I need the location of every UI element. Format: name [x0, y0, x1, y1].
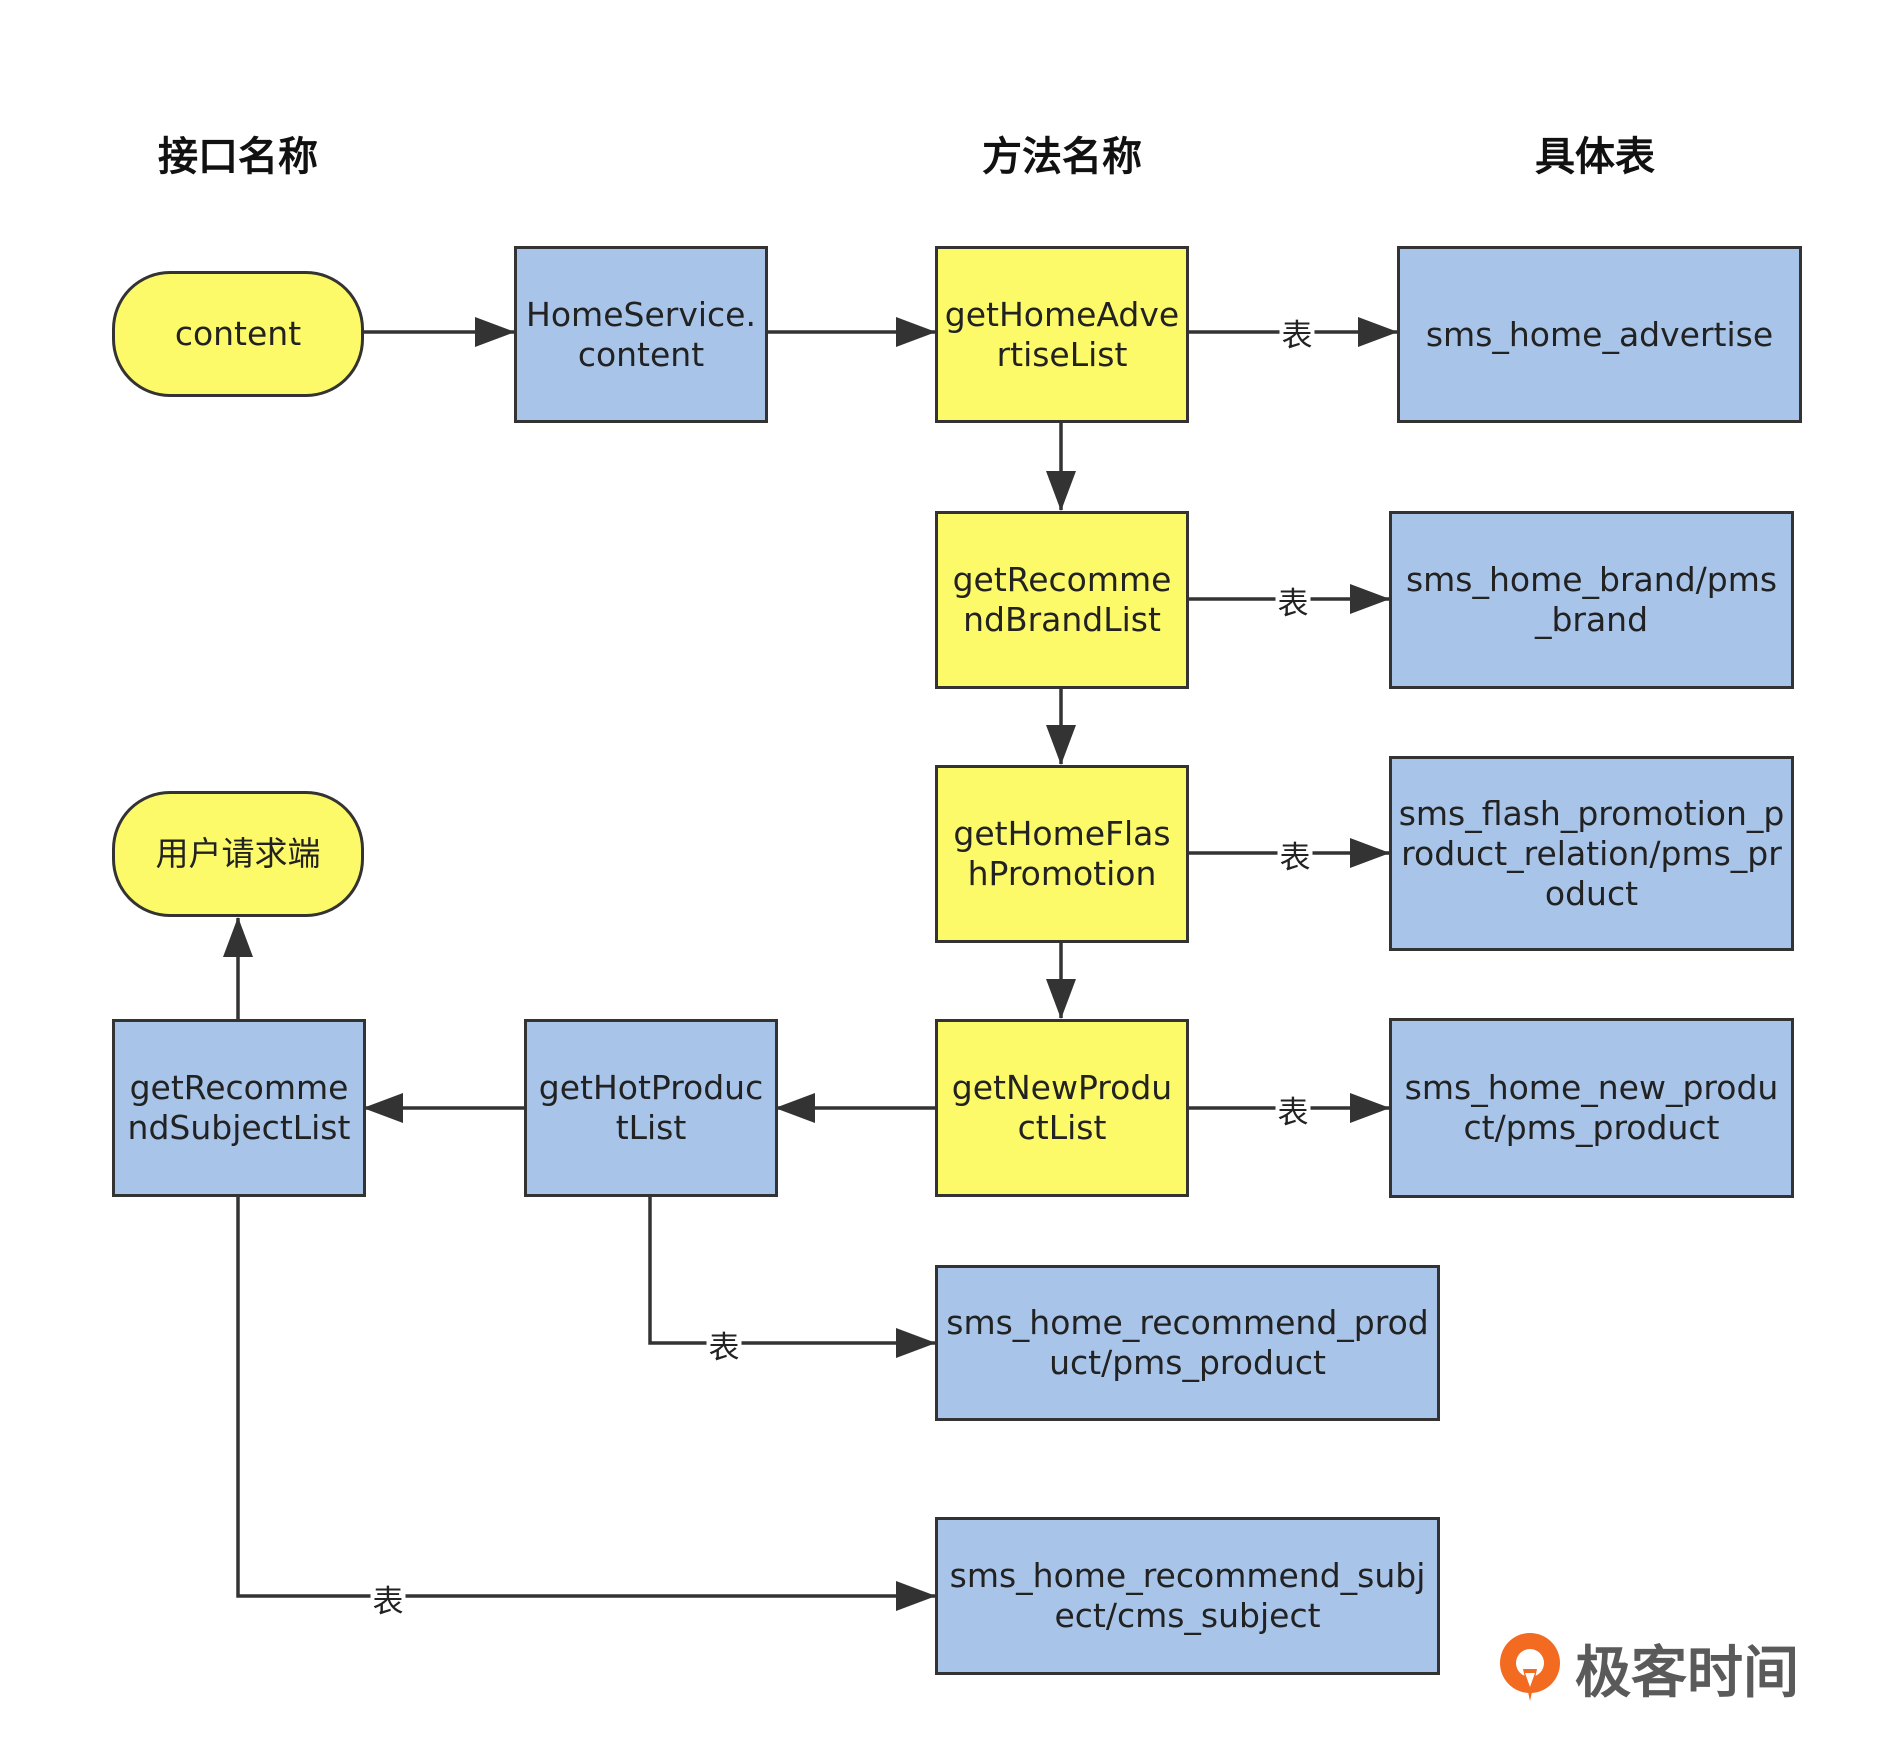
- header-table-name: 具体表: [1535, 134, 1655, 180]
- node-get-home-advertise-list-label: getHomeAdvertiseList: [944, 294, 1180, 374]
- node-get-hot-product-list: getHotProductList: [524, 1019, 778, 1197]
- geektime-logo-icon: [1500, 1632, 1560, 1701]
- node-content: content: [112, 271, 364, 397]
- node-get-home-flash-promotion: getHomeFlashPromotion: [935, 765, 1189, 943]
- node-get-recommend-brand-list-label: getRecommendBrandList: [952, 560, 1172, 639]
- edge-label-newproduct-table: 表: [1275, 1095, 1311, 1131]
- node-get-new-product-list: getNewProductList: [935, 1019, 1189, 1197]
- geektime-logo: 极客时间: [1495, 1628, 1799, 1709]
- header-interface-name: 接口名称: [158, 134, 318, 180]
- node-get-hot-product-list-label: getHotProductList: [538, 1068, 764, 1147]
- node-table-home-new-product: sms_home_new_product/pms_product: [1389, 1018, 1794, 1198]
- node-get-recommend-brand-list: getRecommendBrandList: [935, 511, 1189, 689]
- node-get-recommend-subject-list-label: getRecommendSubjectList: [127, 1068, 351, 1147]
- node-table-flash-promotion-label: sms_flash_promotion_product_relation/pms…: [1398, 793, 1785, 913]
- node-table-recommend-product: sms_home_recommend_product/pms_product: [935, 1265, 1440, 1421]
- edge-label-subject-table: 表: [370, 1584, 406, 1620]
- node-table-recommend-subject-label: sms_home_recommend_subject/cms_subject: [949, 1556, 1426, 1635]
- edge-subject-to-table: [236, 1196, 936, 1611]
- node-table-home-advertise-label: sms_home_advertise: [1425, 314, 1774, 354]
- node-user-client: 用户请求端: [112, 791, 364, 917]
- node-table-home-new-product-label: sms_home_new_product/pms_product: [1404, 1068, 1779, 1147]
- node-get-recommend-subject-list: getRecommendSubjectList: [112, 1019, 366, 1197]
- node-table-recommend-product-label: sms_home_recommend_product/pms_product: [946, 1303, 1429, 1382]
- node-content-label: content: [174, 314, 302, 353]
- node-home-service-content-label: HomeService.content: [526, 294, 756, 374]
- edge-label-brand-table: 表: [1275, 586, 1311, 622]
- edge-label-flash-table: 表: [1277, 840, 1313, 876]
- node-table-flash-promotion: sms_flash_promotion_product_relation/pms…: [1389, 756, 1794, 951]
- geektime-logo-text: 极客时间: [1575, 1641, 1799, 1706]
- edge-label-advertise-table: 表: [1279, 318, 1315, 354]
- node-get-home-advertise-list: getHomeAdvertiseList: [935, 246, 1189, 423]
- node-get-new-product-list-label: getNewProductList: [951, 1068, 1173, 1147]
- edge-hotproduct-to-table: [648, 1196, 936, 1358]
- node-table-home-brand: sms_home_brand/pms_brand: [1389, 511, 1794, 689]
- node-user-client-label: 用户请求端: [155, 834, 321, 873]
- node-table-recommend-subject: sms_home_recommend_subject/cms_subject: [935, 1517, 1440, 1675]
- node-get-home-flash-promotion-label: getHomeFlashPromotion: [953, 814, 1171, 893]
- node-table-home-advertise: sms_home_advertise: [1397, 246, 1802, 423]
- node-table-home-brand-label: sms_home_brand/pms_brand: [1405, 560, 1778, 639]
- edge-label-hotproduct-table: 表: [706, 1330, 742, 1366]
- header-method-name: 方法名称: [982, 134, 1142, 180]
- node-home-service-content: HomeService.content: [514, 246, 768, 423]
